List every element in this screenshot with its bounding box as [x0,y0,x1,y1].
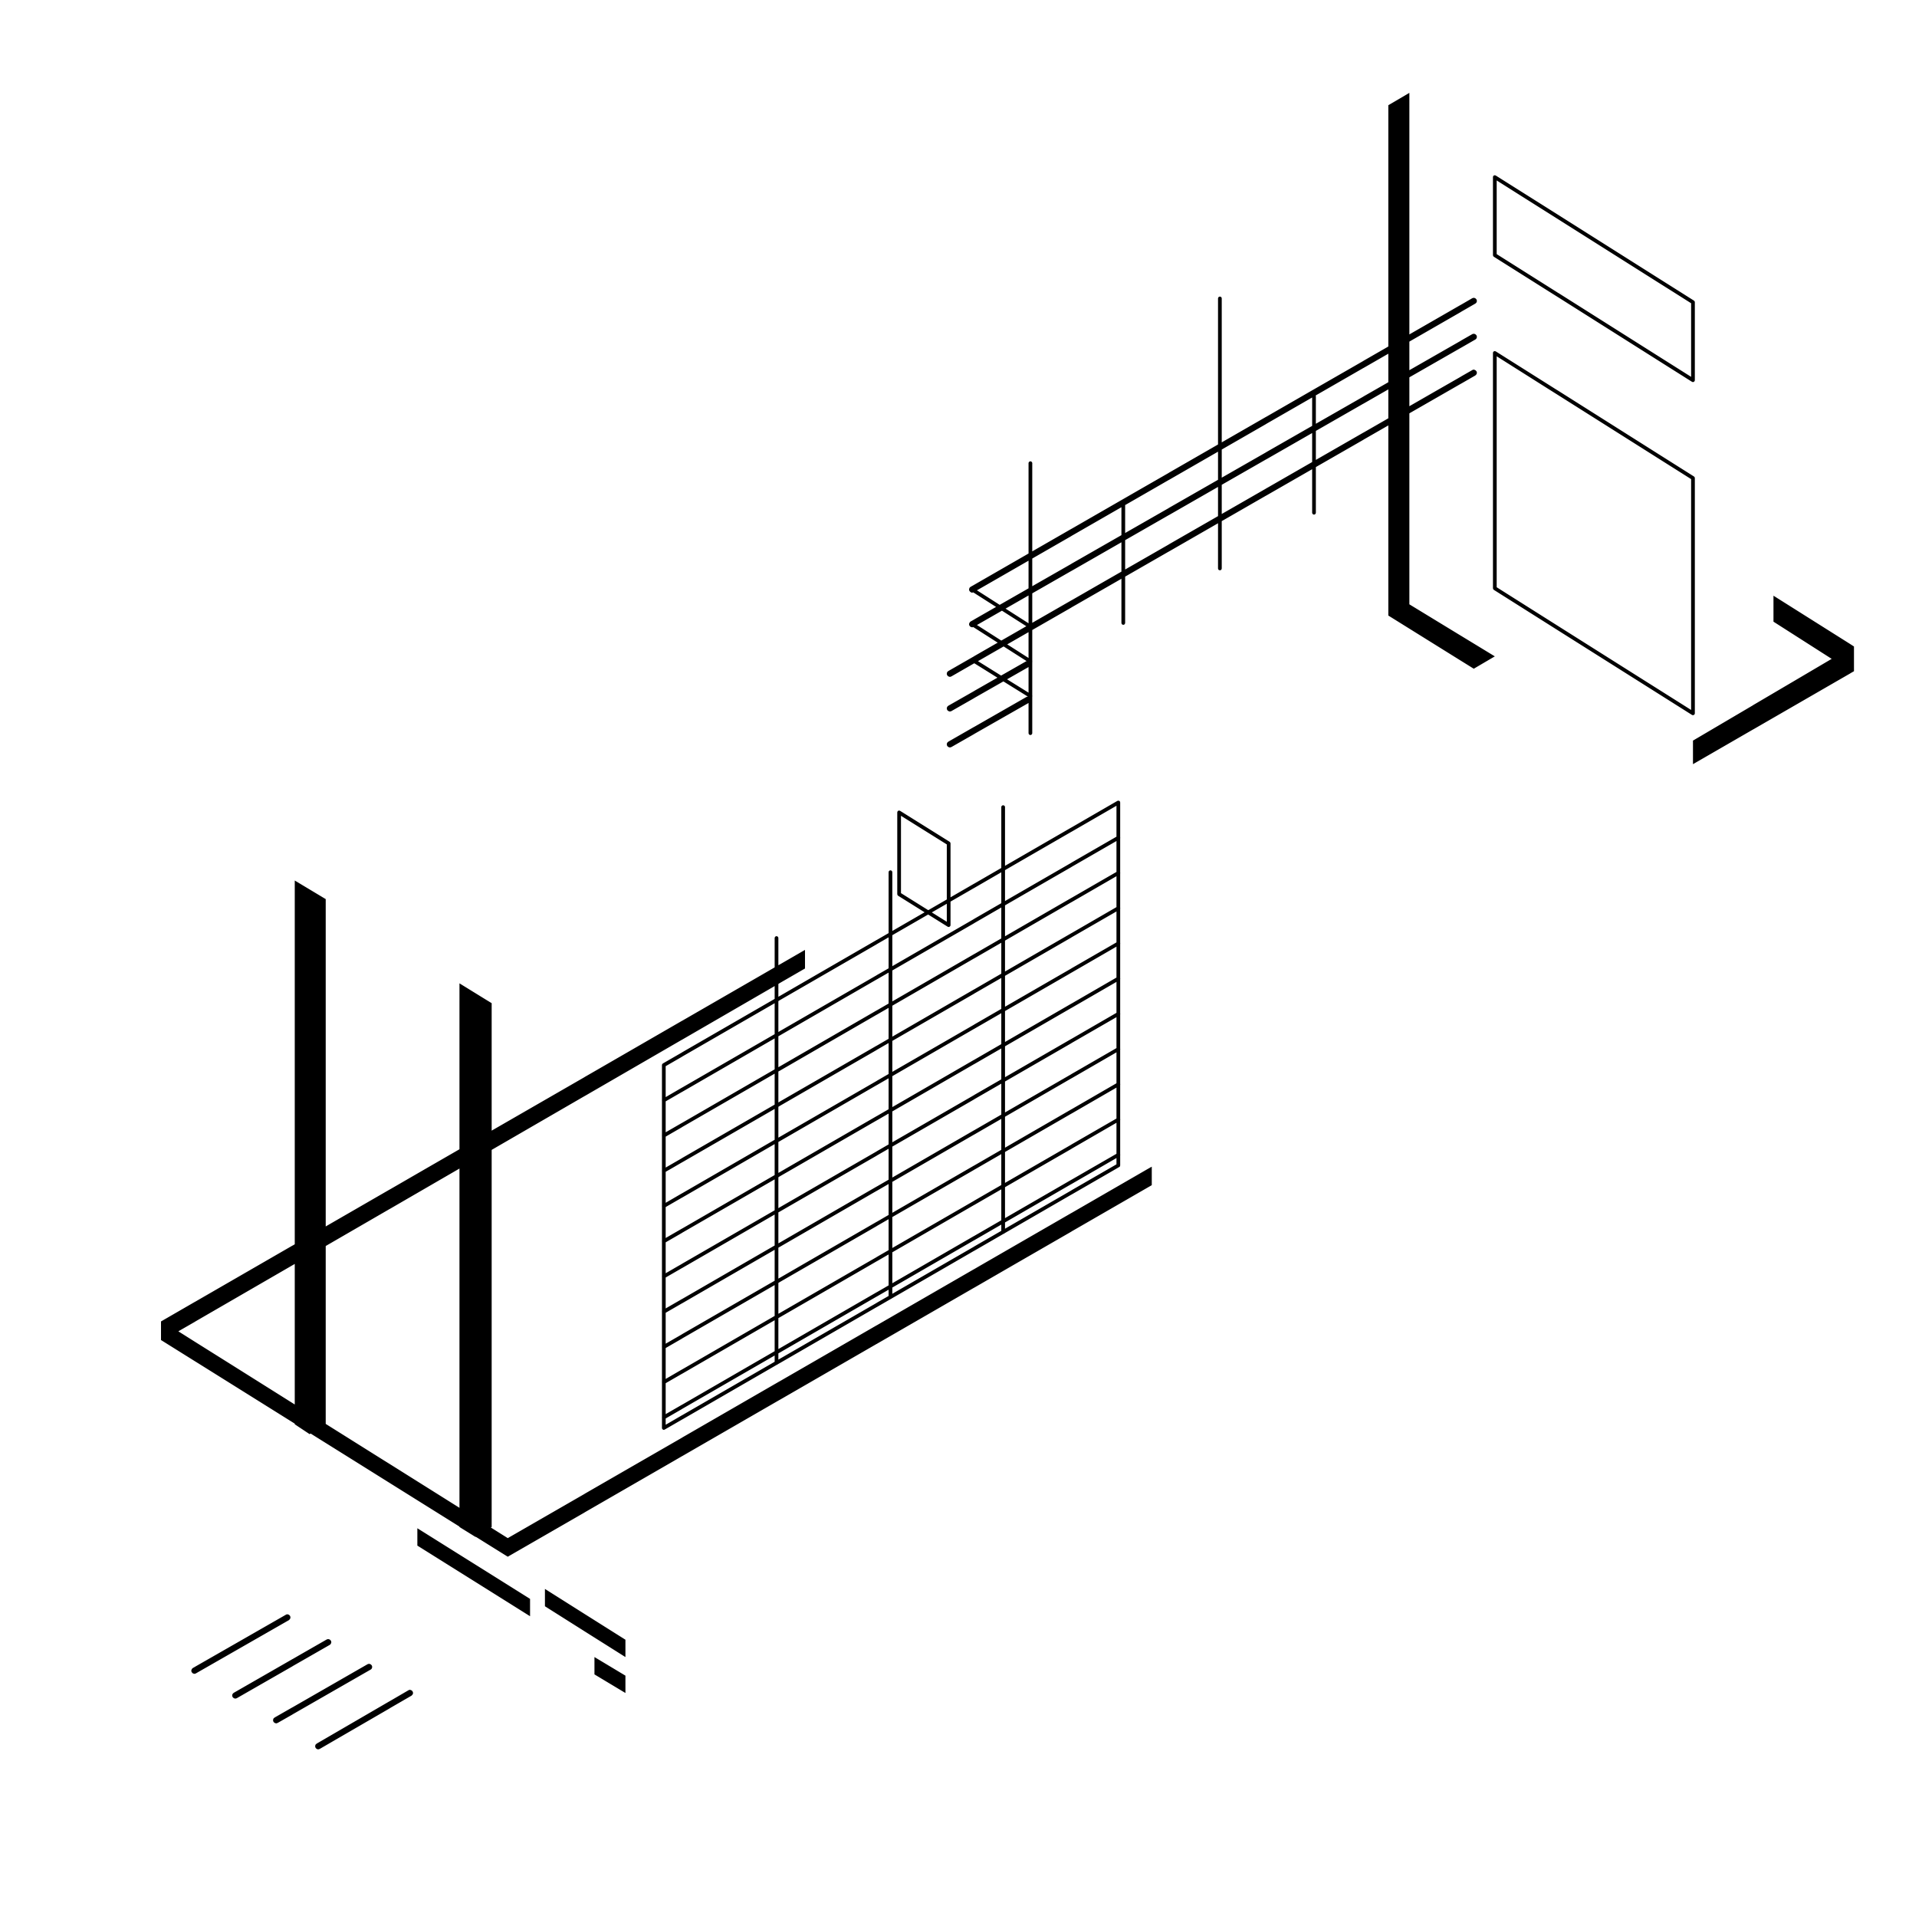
vertical-rods [1028,296,1316,735]
dash-thin-3 [273,1664,373,1723]
post-left [294,880,326,1434]
rail-1 [969,297,1477,593]
grid-outline [662,800,1121,1430]
zigzag-3 [972,659,1033,698]
rail-4 [946,660,1031,712]
dash-thin-1 [191,1614,291,1674]
dash-thick-3 [594,1657,626,1694]
dash-thick-1 [417,1528,531,1617]
large-panel [1493,350,1695,715]
rail-3 [946,370,1477,677]
upper-frame-assembly [946,93,1855,764]
corner-bracket [1693,596,1855,764]
grid-panel [662,800,1121,1430]
post-right [459,983,492,1537]
rail-5 [946,696,1031,748]
small-panel [1493,175,1695,383]
rails [946,297,1477,748]
tall-post [1388,93,1495,669]
zigzag-1 [970,587,1033,629]
dash-thin-2 [232,1638,332,1699]
zigzag-2 [970,622,1033,664]
dash-thick-2 [544,1589,626,1658]
small-parallelogram-panel [897,810,951,928]
lower-frame-assembly [161,800,1152,1557]
rail-2 [969,334,1477,628]
dash-thin-4 [315,1690,413,1750]
ground-marks [191,1528,626,1750]
